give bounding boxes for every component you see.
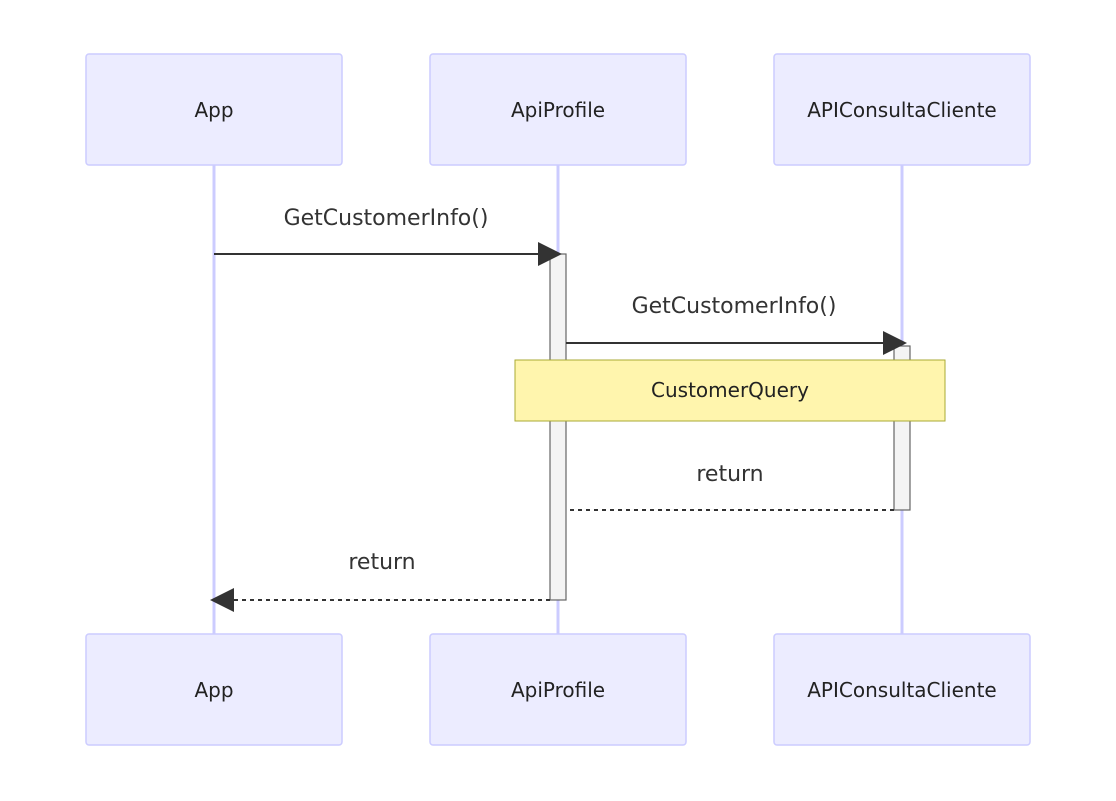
message-label-3: return	[696, 462, 763, 487]
actor-label: App	[194, 678, 233, 702]
message-label-2: GetCustomerInfo()	[632, 294, 837, 319]
actor-label: ApiProfile	[511, 98, 605, 122]
actor-label: ApiProfile	[511, 678, 605, 702]
actor-label: App	[194, 98, 233, 122]
actor-bottom-apiconsultacliente[interactable]: APIConsultaCliente	[773, 633, 1031, 746]
actor-top-apiprofile[interactable]: ApiProfile	[429, 53, 687, 166]
message-label-4: return	[348, 550, 415, 575]
message-label-1: GetCustomerInfo()	[284, 206, 489, 231]
actor-label: APIConsultaCliente	[807, 98, 996, 122]
note-customerquery[interactable]: CustomerQuery	[514, 359, 946, 422]
actor-bottom-apiprofile[interactable]: ApiProfile	[429, 633, 687, 746]
actor-label: APIConsultaCliente	[807, 678, 996, 702]
actor-top-app[interactable]: App	[85, 53, 343, 166]
actor-top-apiconsultacliente[interactable]: APIConsultaCliente	[773, 53, 1031, 166]
activation-apiprofile	[549, 253, 567, 601]
actor-bottom-app[interactable]: App	[85, 633, 343, 746]
note-label: CustomerQuery	[651, 378, 809, 402]
